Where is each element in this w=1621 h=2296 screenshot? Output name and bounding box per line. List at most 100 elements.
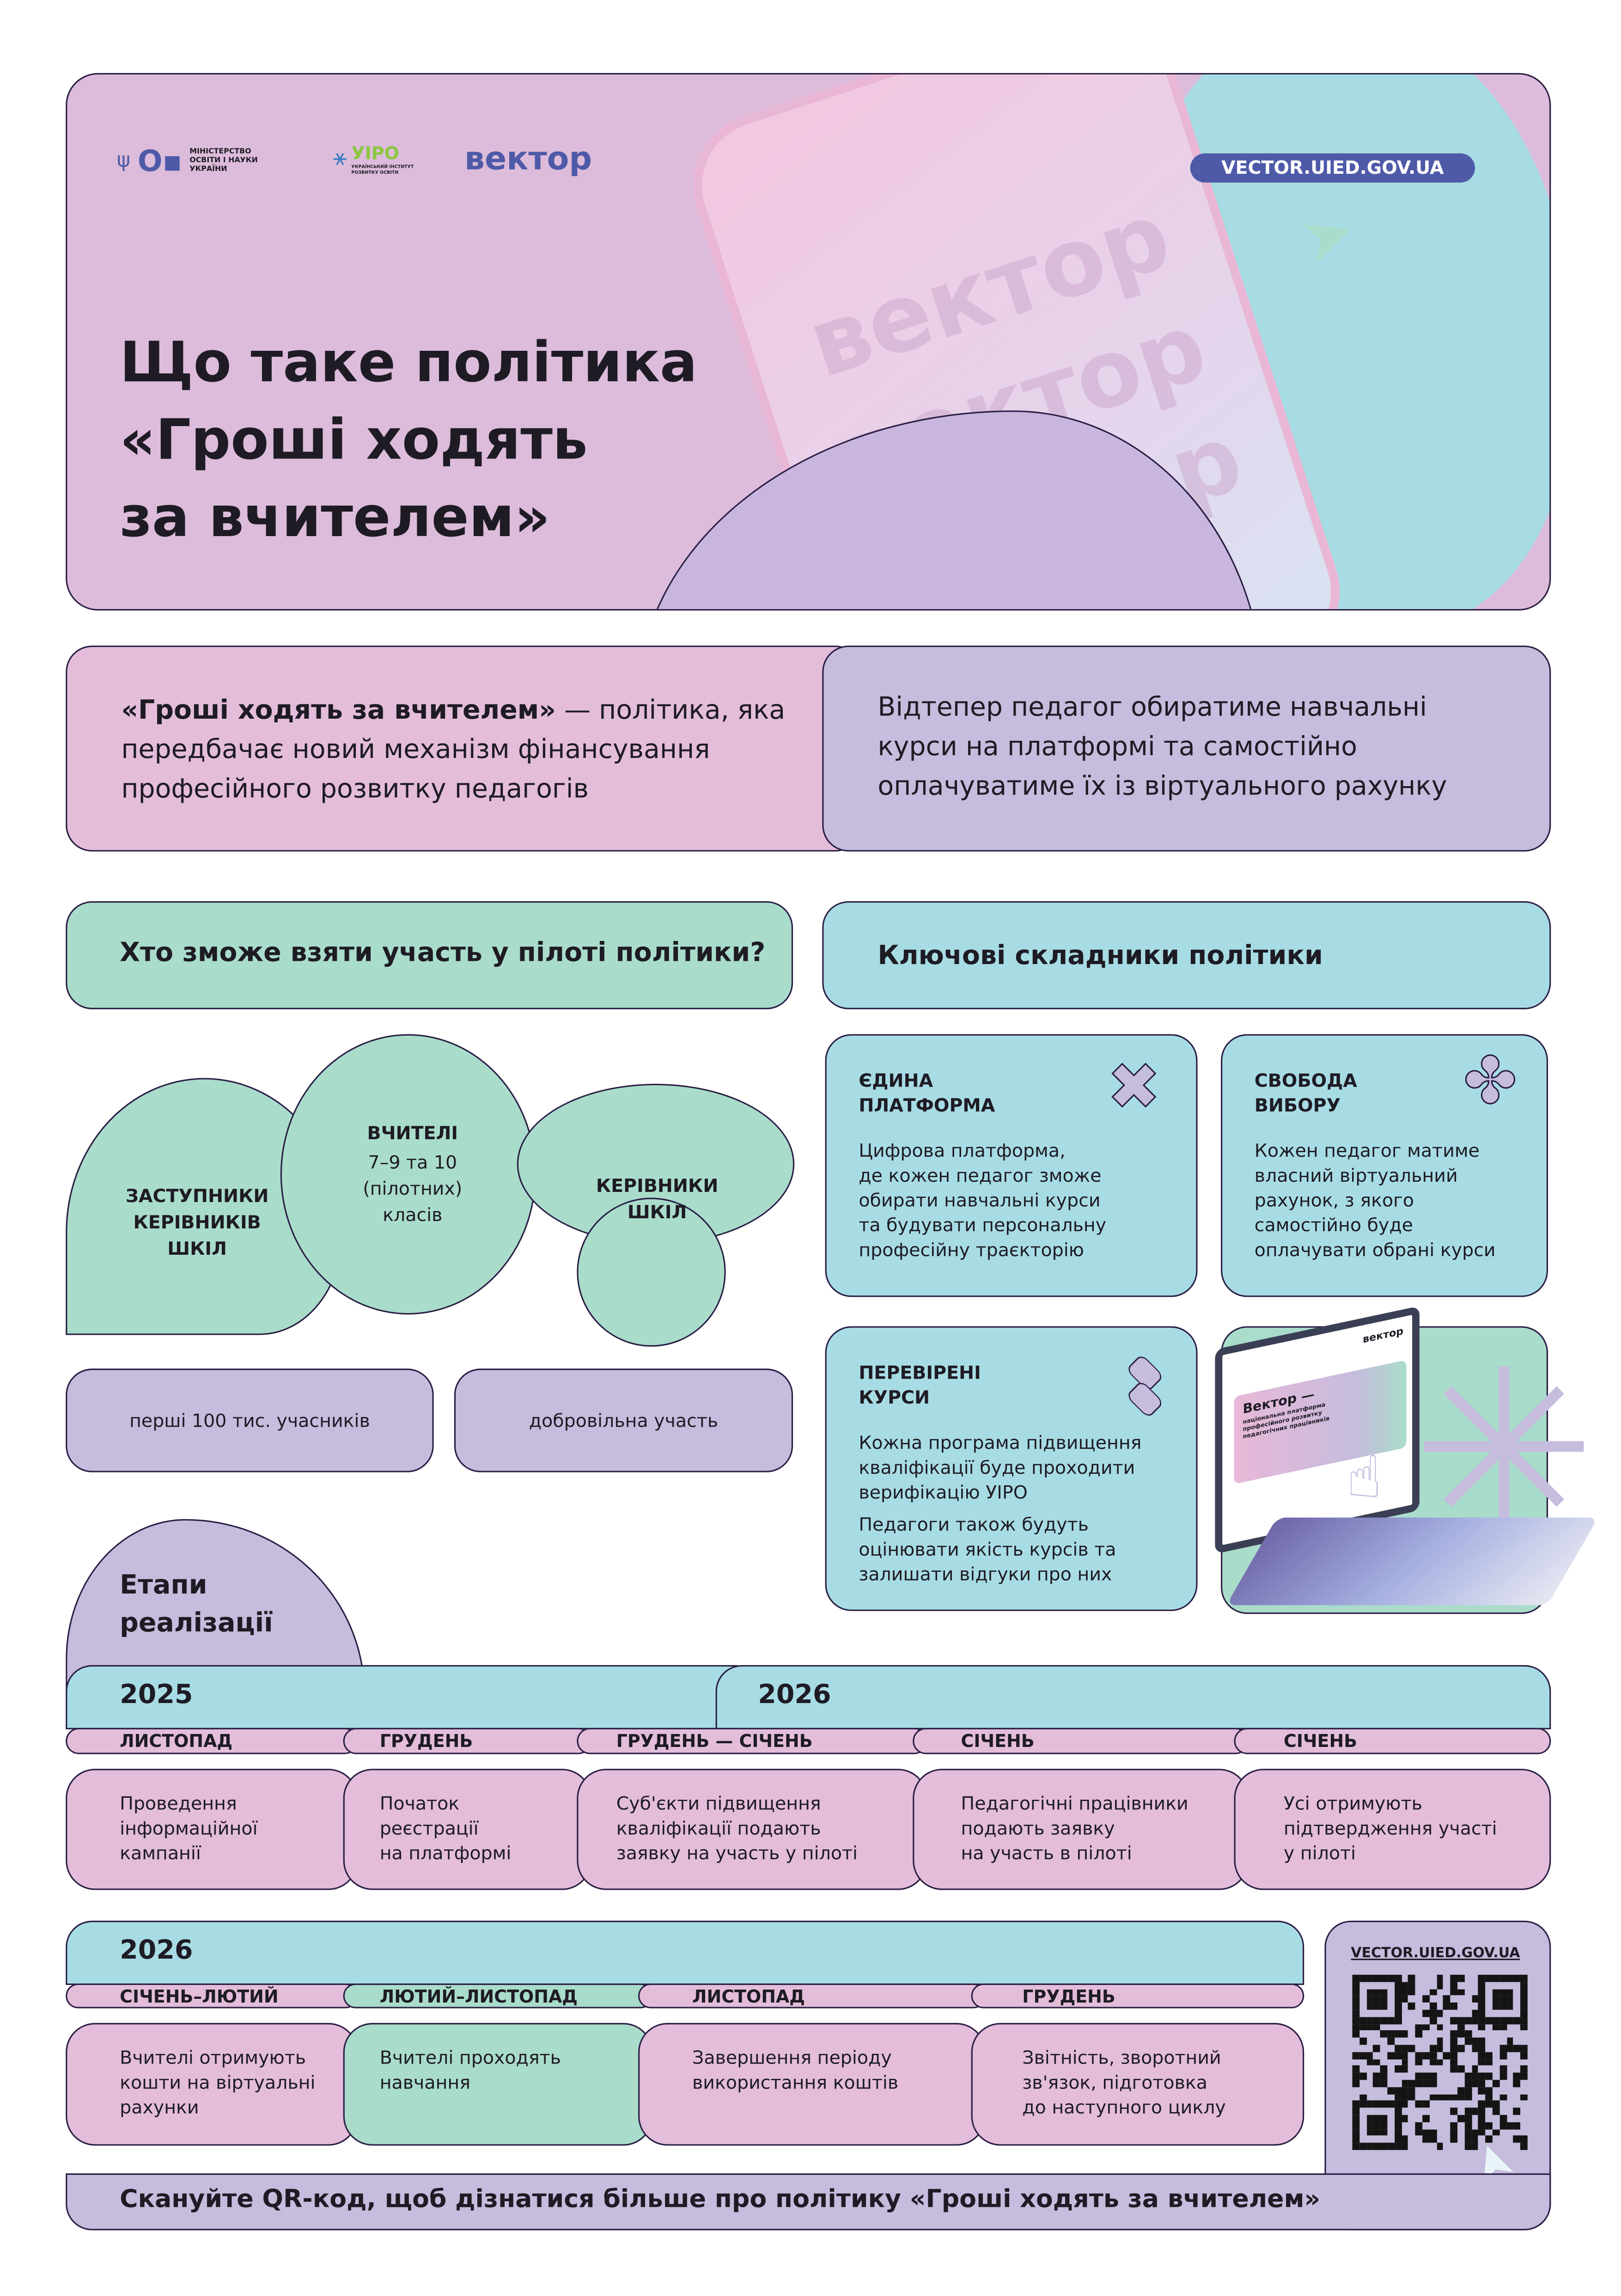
qr-module	[1464, 2143, 1472, 2150]
month-cell: ГРУДЕНЬ	[971, 1983, 1304, 2009]
qr-module	[1457, 2087, 1465, 2094]
qr-module	[1387, 2052, 1395, 2059]
qr-url-link[interactable]: VECTOR.UIED.GOV.UA	[1351, 1945, 1520, 1962]
qr-module	[1422, 2115, 1430, 2122]
month-cell: СІЧЕНЬ	[1234, 1728, 1551, 1754]
qr-module	[1450, 1989, 1458, 1996]
qr-module	[1366, 2058, 1374, 2066]
qr-module	[1436, 2094, 1444, 2101]
qr-module	[1436, 2024, 1444, 2031]
qr-module	[1401, 2080, 1408, 2087]
mon-mark-icon: O▪	[137, 143, 183, 178]
qr-module	[1366, 2052, 1374, 2059]
qr-module	[1506, 1996, 1514, 2003]
qr-module	[1492, 1974, 1500, 1982]
group-principals: КЕРІВНИКИ ШКІЛ	[596, 1174, 719, 1223]
qr-module	[1436, 2009, 1444, 2017]
qr-module	[1506, 1974, 1514, 1982]
qr-module	[1520, 2045, 1528, 2052]
qr-code[interactable]	[1352, 1974, 1528, 2150]
qr-module	[1520, 1982, 1528, 1989]
qr-module	[1492, 1996, 1500, 2003]
stage-text: Початок реєстрації на платформі	[379, 1792, 512, 1864]
qr-module	[1450, 2045, 1458, 2052]
teachers-grades: 7–9 та 10 (пілотних) класів	[363, 1151, 463, 1226]
components-heading-text: Ключові складники політики	[878, 940, 1323, 971]
group-deputy-heads: ЗАСТУПНИКИ КЕРІВНИКІВ ШКІЛ	[125, 1185, 269, 1259]
qr-module	[1443, 2052, 1450, 2059]
qr-module	[1499, 1989, 1507, 1996]
pill-voluntary: добровільна участь	[454, 1368, 793, 1472]
stage-details-row: Проведення інформаційної кампанії Почато…	[66, 1769, 1551, 1890]
ministry-name: МІНІСТЕРСТВО ОСВІТИ І НАУКИ УКРАЇНИ	[189, 147, 258, 174]
qr-module	[1513, 2016, 1521, 2024]
qr-module	[1401, 2115, 1408, 2122]
laptop-illustration-card: ✳ вектор Вектор — національна платформа …	[1215, 1306, 1598, 1614]
stage-text: Усі отримують підтвердження участі у піл…	[1283, 1792, 1497, 1864]
qr-module	[1408, 1982, 1416, 1989]
qr-module	[1352, 2052, 1359, 2059]
qr-module	[1513, 2136, 1521, 2143]
qr-module	[1457, 1974, 1465, 1982]
qr-module	[1464, 2129, 1472, 2136]
qr-module	[1520, 2136, 1528, 2143]
qr-module	[1457, 2115, 1465, 2122]
qr-module	[1401, 1982, 1408, 1989]
uiro-logo: ⚹ УІРО УКРАЇНСЬКИЙ ІНСТИТУТ РОЗВИТКУ ОСВ…	[333, 143, 414, 176]
year-bar-2025: 2025	[66, 1665, 738, 1729]
qr-module	[1401, 2045, 1408, 2052]
qr-module	[1492, 2003, 1500, 2010]
qr-module	[1373, 2058, 1381, 2066]
definition-text: «Гроші ходять за вчителем» — політика, я…	[121, 691, 816, 809]
qr-module	[1401, 2058, 1408, 2066]
qr-module	[1387, 2016, 1395, 2024]
qr-module	[1380, 2143, 1388, 2150]
qr-module	[1394, 2003, 1402, 2010]
qr-module	[1422, 2073, 1430, 2080]
card-freedom-of-choice: СВОБОДА ВИБОРУ ✤ Кожен педагог матиме вл…	[1221, 1034, 1548, 1297]
qr-module	[1450, 2058, 1458, 2066]
qr-module	[1513, 2108, 1521, 2115]
qr-module	[1408, 2080, 1416, 2087]
qr-module	[1471, 2073, 1479, 2080]
website-url-link[interactable]: VECTOR.UIED.GOV.UA	[1190, 153, 1475, 183]
qr-module	[1394, 2136, 1402, 2143]
months-row: ЛИСТОПАД ГРУДЕНЬ ГРУДЕНЬ — СІЧЕНЬ СІЧЕНЬ…	[66, 1728, 1551, 1754]
qr-module	[1457, 2045, 1465, 2052]
qr-module	[1415, 2058, 1423, 2066]
qr-module	[1415, 2101, 1423, 2108]
qr-module	[1429, 2080, 1437, 2087]
qr-module	[1478, 1989, 1486, 1996]
qr-module	[1373, 2143, 1381, 2150]
qr-module	[1373, 1989, 1381, 1996]
qr-module	[1366, 2024, 1374, 2031]
qr-module	[1373, 2024, 1381, 2031]
qr-module	[1429, 2073, 1437, 2080]
qr-module	[1387, 2143, 1395, 2150]
qr-module	[1394, 2009, 1402, 2017]
qr-module	[1471, 2143, 1479, 2150]
qr-module	[1373, 2045, 1381, 2052]
qr-module	[1352, 2066, 1359, 2073]
qr-module	[1478, 2101, 1486, 2108]
pill-text: добровільна участь	[529, 1409, 719, 1432]
qr-module	[1373, 2016, 1381, 2024]
qr-module	[1478, 2129, 1486, 2136]
year-label: 2026	[758, 1679, 831, 1710]
timeline-row-2: 2026 СІЧЕНЬ–ЛЮТИЙ ЛЮТИЙ–ЛИСТОПАД ЛИСТОПА…	[66, 1920, 1304, 2147]
stages-heading: Етапи реалізації	[120, 1570, 273, 1639]
blob-principals-bottom	[577, 1197, 726, 1347]
card-single-platform: ЄДИНА ПЛАТФОРМА ✖ Цифрова платформа, де …	[825, 1034, 1198, 1297]
qr-module	[1450, 2136, 1458, 2143]
year-bar-2026: 2026	[715, 1665, 1551, 1729]
qr-module	[1436, 2045, 1444, 2052]
qr-module	[1492, 1989, 1500, 1996]
qr-module	[1429, 2136, 1437, 2143]
uiro-subtitle: УКРАЇНСЬКИЙ ІНСТИТУТ РОЗВИТКУ ОСВІТИ	[351, 163, 414, 176]
stage-cell: Проведення інформаційної кампанії	[66, 1769, 358, 1890]
qr-module	[1415, 2024, 1423, 2031]
qr-module	[1492, 2101, 1500, 2108]
month-cell: ГРУДЕНЬ — СІЧЕНЬ	[577, 1728, 927, 1754]
qr-module	[1464, 2016, 1472, 2024]
